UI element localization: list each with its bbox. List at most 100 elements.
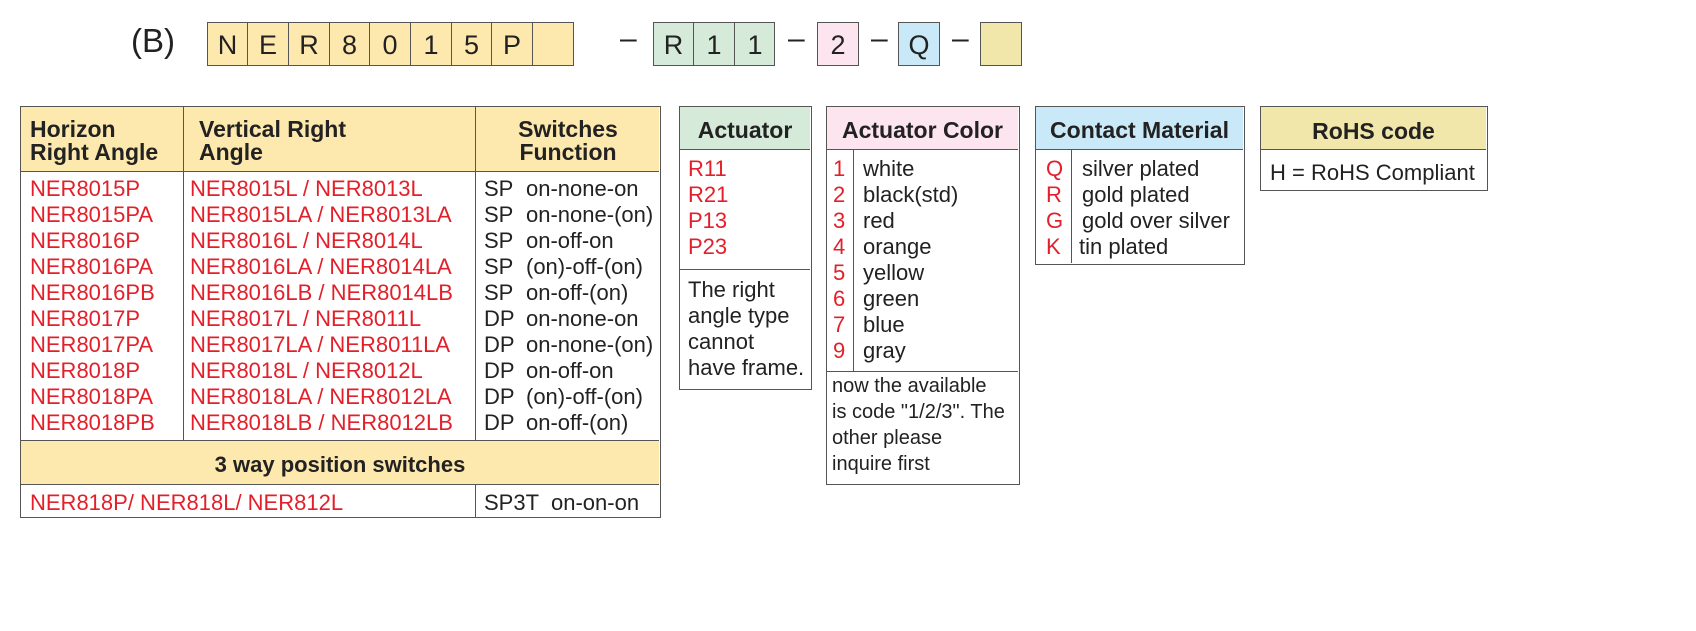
divider — [1071, 149, 1072, 263]
divider — [680, 149, 810, 150]
horizon-model: NER8017P — [30, 306, 141, 331]
table-header-bg — [21, 107, 659, 171]
header-vertical: Vertical Right Angle — [199, 116, 346, 165]
color-code: 3 — [833, 208, 846, 233]
vertical-model: NER8017L / NER8011L — [190, 306, 422, 331]
divider — [827, 149, 1018, 150]
contact-name: gold over silver — [1082, 208, 1230, 233]
switch-function: on-off-on — [526, 228, 614, 253]
actuator-char: 1 — [747, 30, 763, 60]
contact-code: Q — [1046, 156, 1064, 181]
note-line: have frame. — [688, 355, 805, 380]
horizon-model: NER8018PA — [30, 384, 154, 409]
pole-type: SP — [484, 280, 514, 305]
actuator-char: R — [654, 23, 694, 65]
horizon-model: NER8015PA — [30, 202, 154, 227]
model-char: E — [248, 23, 289, 65]
vertical-model: NER8016L / NER8014L — [190, 228, 423, 253]
model-char: P — [492, 23, 533, 65]
header-horizon: Horizon Right Angle — [30, 116, 159, 165]
color-char: 2 — [830, 30, 846, 60]
actuator-code: P23 — [688, 234, 728, 259]
contact-header: Contact Material — [1050, 117, 1229, 143]
color-name: black(std) — [863, 182, 959, 207]
color-name: white — [863, 156, 915, 181]
contact-code: K — [1046, 234, 1061, 259]
actuator-code: R21 — [688, 182, 729, 207]
pole-type: DP — [484, 332, 515, 357]
switch-function: on-off-(on) — [526, 280, 629, 305]
pole-type: SP — [484, 202, 514, 227]
three-way-models: NER818P/ NER818L/ NER812L — [30, 490, 344, 515]
actuator-code: R11 — [688, 156, 727, 181]
note-line: other please — [832, 427, 943, 449]
color-code: 2 — [833, 182, 846, 207]
color-code: 7 — [833, 312, 846, 337]
color-header: Actuator Color — [842, 117, 1003, 143]
section-label: (B) — [131, 22, 175, 59]
header-function: Switches Function — [518, 116, 618, 165]
pole-type: SP — [484, 176, 514, 201]
horizon-model: NER8016PB — [30, 280, 155, 305]
switch-function: on-off-on — [526, 358, 614, 383]
model-char: 1 — [411, 23, 452, 65]
contact-header-bg — [1036, 107, 1243, 149]
vertical-model: NER8017LA / NER8011LA — [190, 332, 451, 357]
note-line: angle type — [688, 303, 790, 328]
divider — [1036, 149, 1243, 150]
note-line: now the available — [832, 375, 987, 397]
note-line: inquire first — [832, 453, 930, 475]
horizon-model: NER8018PB — [30, 410, 155, 435]
pole-type: DP — [484, 306, 515, 331]
model-char: R — [289, 23, 330, 65]
color-name: green — [863, 286, 920, 311]
rohs-header-bg — [1261, 107, 1486, 149]
switch-function: on-off-(on) — [526, 410, 629, 435]
pole-type: SP — [484, 228, 514, 253]
switch-function: (on)-off-(on) — [526, 384, 643, 409]
color-name: blue — [863, 312, 905, 337]
switch-model-table: Horizon Right Angle Vertical Right Angle… — [20, 106, 661, 518]
dash: – — [788, 22, 805, 55]
color-name: orange — [863, 234, 932, 259]
color-name: gray — [863, 338, 906, 363]
color-code-box: 2 — [817, 22, 859, 66]
divider — [183, 107, 184, 440]
rohs-value: H = RoHS Compliant — [1270, 160, 1475, 185]
contact-code: R — [1046, 182, 1062, 207]
rohs-code-box — [980, 22, 1022, 66]
horizon-model: NER8016PA — [30, 254, 154, 279]
switch-function: on-none-(on) — [526, 202, 654, 227]
vertical-model: NER8015L / NER8013L — [190, 176, 423, 201]
contact-name: gold plated — [1082, 182, 1190, 207]
pole-type: DP — [484, 358, 515, 383]
color-code: 4 — [833, 234, 846, 259]
note-line: cannot — [688, 329, 755, 354]
divider — [21, 440, 659, 441]
switch-function: (on)-off-(on) — [526, 254, 643, 279]
horizon-model: NER8016P — [30, 228, 141, 253]
actuator-char: 1 — [694, 23, 735, 65]
color-code: 6 — [833, 286, 846, 311]
model-char: 8 — [330, 23, 370, 65]
divider — [21, 171, 659, 172]
pole-type: DP — [484, 384, 515, 409]
dash: – — [952, 22, 969, 55]
three-way-pole: SP3T — [484, 490, 540, 515]
divider — [475, 107, 476, 440]
three-way-title: 3 way position switches — [214, 452, 466, 477]
pole-type: DP — [484, 410, 515, 435]
vertical-model: NER8016LA / NER8014LA — [190, 254, 452, 279]
note-line: The right — [688, 277, 775, 302]
switch-function: on-none-(on) — [526, 332, 654, 357]
vertical-model: NER8018LB / NER8012LB — [190, 410, 453, 435]
model-char — [533, 23, 573, 65]
color-code: 5 — [833, 260, 846, 285]
vertical-model: NER8018LA / NER8012LA — [190, 384, 452, 409]
dash: – — [620, 22, 637, 55]
contact-name: silver plated — [1082, 156, 1200, 181]
note-line: is code "1/2/3". The — [832, 401, 1005, 423]
